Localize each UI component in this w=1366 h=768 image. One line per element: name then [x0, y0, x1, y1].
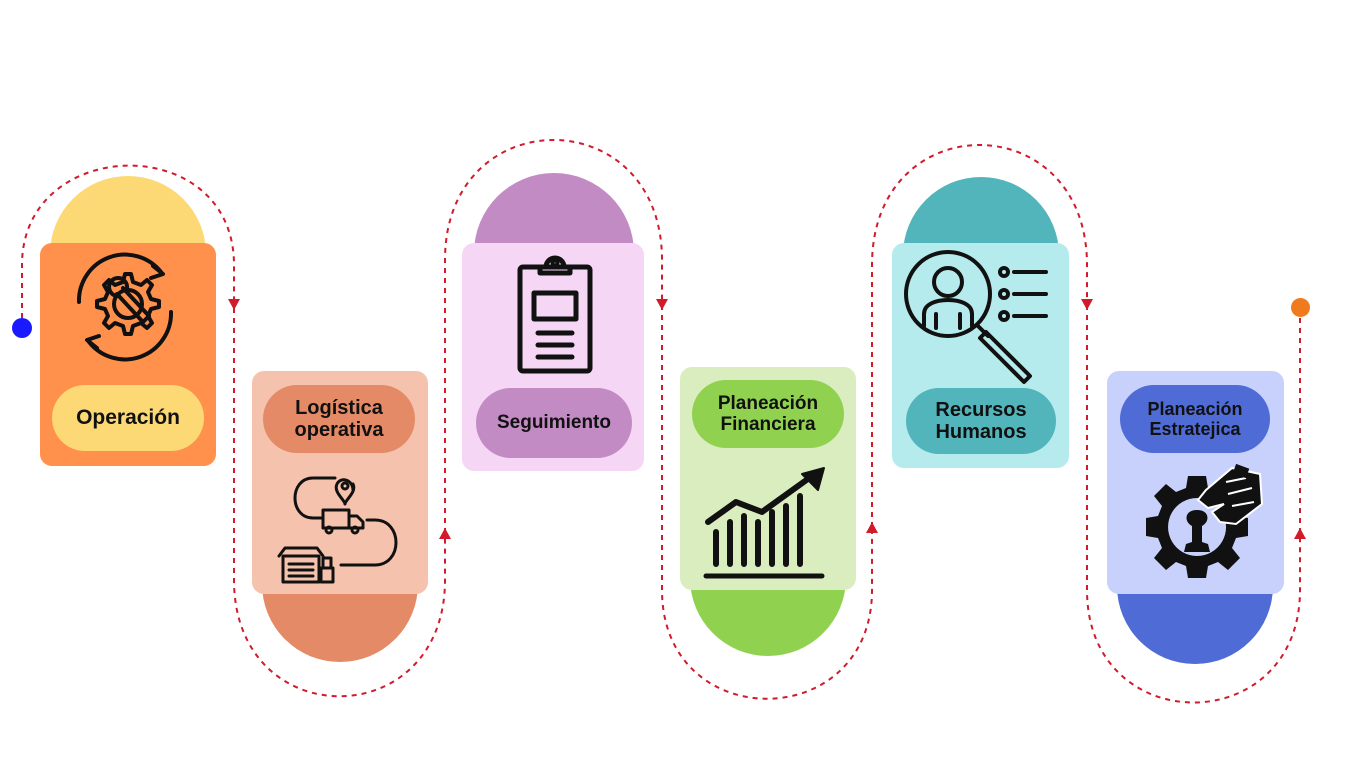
delivery-route-icon [277, 476, 398, 584]
stage-1-label: Operación [52, 385, 204, 451]
person-search-icon [904, 250, 1048, 384]
stage-3-label: Seguimiento [476, 388, 632, 458]
stage-2-label: Logística operativa [263, 385, 415, 453]
arrowhead-up [866, 522, 878, 533]
stage-6-label: Planeación Estratejica [1120, 385, 1270, 453]
end-dot [1291, 298, 1310, 317]
arrowhead-up [439, 528, 451, 539]
arrowhead-up [1294, 528, 1306, 539]
stage-4-label: Planeación Financiera [692, 380, 844, 448]
connector-path [21, 139, 1301, 704]
gear-wrench-icon [76, 252, 174, 362]
arrowhead-down [656, 299, 668, 310]
growth-chart-icon [703, 467, 825, 579]
clipboard-icon [517, 255, 593, 374]
stage-5-label: Recursos Humanos [906, 388, 1056, 454]
arrowhead-down [1081, 299, 1093, 310]
strategy-gear-icon [1146, 463, 1264, 578]
arrowhead-down [228, 299, 240, 310]
start-dot [12, 318, 32, 338]
